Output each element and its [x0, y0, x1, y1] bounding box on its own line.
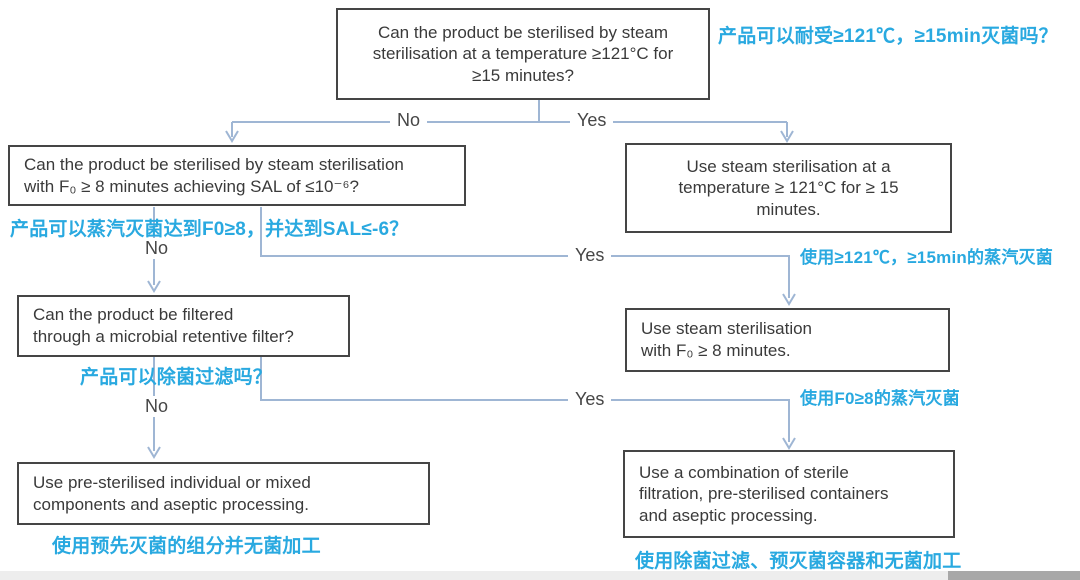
annotation-zh-q2: 产品可以蒸汽灭菌达到F0≥8，并达到SAL≤-6？: [10, 219, 409, 240]
decision-box-filterable: Can the product be filtered through a mi…: [17, 295, 350, 357]
annotation-zh-q3: 产品可以除菌过滤吗？: [80, 367, 273, 388]
annotation-zh-aseptic-components: 使用预先灭菌的组分并无菌加工: [52, 536, 321, 557]
result-box-aseptic-components: Use pre-sterilised individual or mixed c…: [17, 462, 430, 525]
arrowhead: [225, 130, 239, 143]
edge-label-no-1: No: [390, 110, 428, 131]
edge-label-no-3: No: [138, 396, 176, 417]
arrowhead: [147, 446, 161, 459]
arrowhead: [782, 437, 796, 450]
arrowhead: [780, 130, 794, 143]
annotation-zh-q1: 产品可以耐受≥121℃，≥15min灭菌吗？: [718, 26, 1058, 47]
edge-yes2: [260, 207, 790, 298]
edge-yes3: [260, 357, 790, 442]
bottom-right-strip: [948, 571, 1080, 580]
bottom-edge-strip: [0, 571, 1080, 580]
annotation-zh-steam-f0: 使用F0≥8的蒸汽灭菌: [800, 389, 960, 408]
annotation-zh-sterile-filtration: 使用除菌过滤、预灭菌容器和无菌加工: [635, 551, 962, 572]
result-box-steam-f0: Use steam sterilisation with F₀ ≥ 8 minu…: [625, 308, 950, 372]
annotation-zh-steam-121: 使用≥121℃，≥15min的蒸汽灭菌: [800, 248, 1053, 267]
result-box-sterile-filtration: Use a combination of sterile filtration,…: [623, 450, 955, 538]
edge-label-no-2: No: [138, 238, 176, 259]
decision-box-f0-sal: Can the product be sterilised by steam s…: [8, 145, 466, 206]
decision-box-steam-121: Can the product be sterilised by steam s…: [336, 8, 710, 100]
result-box-steam-121: Use steam sterilisation at a temperature…: [625, 143, 952, 233]
edge-label-yes-2: Yes: [568, 245, 612, 266]
edge-label-yes-1: Yes: [570, 110, 614, 131]
arrowhead: [782, 293, 796, 306]
edge-label-yes-3: Yes: [568, 389, 612, 410]
arrowhead: [147, 280, 161, 293]
